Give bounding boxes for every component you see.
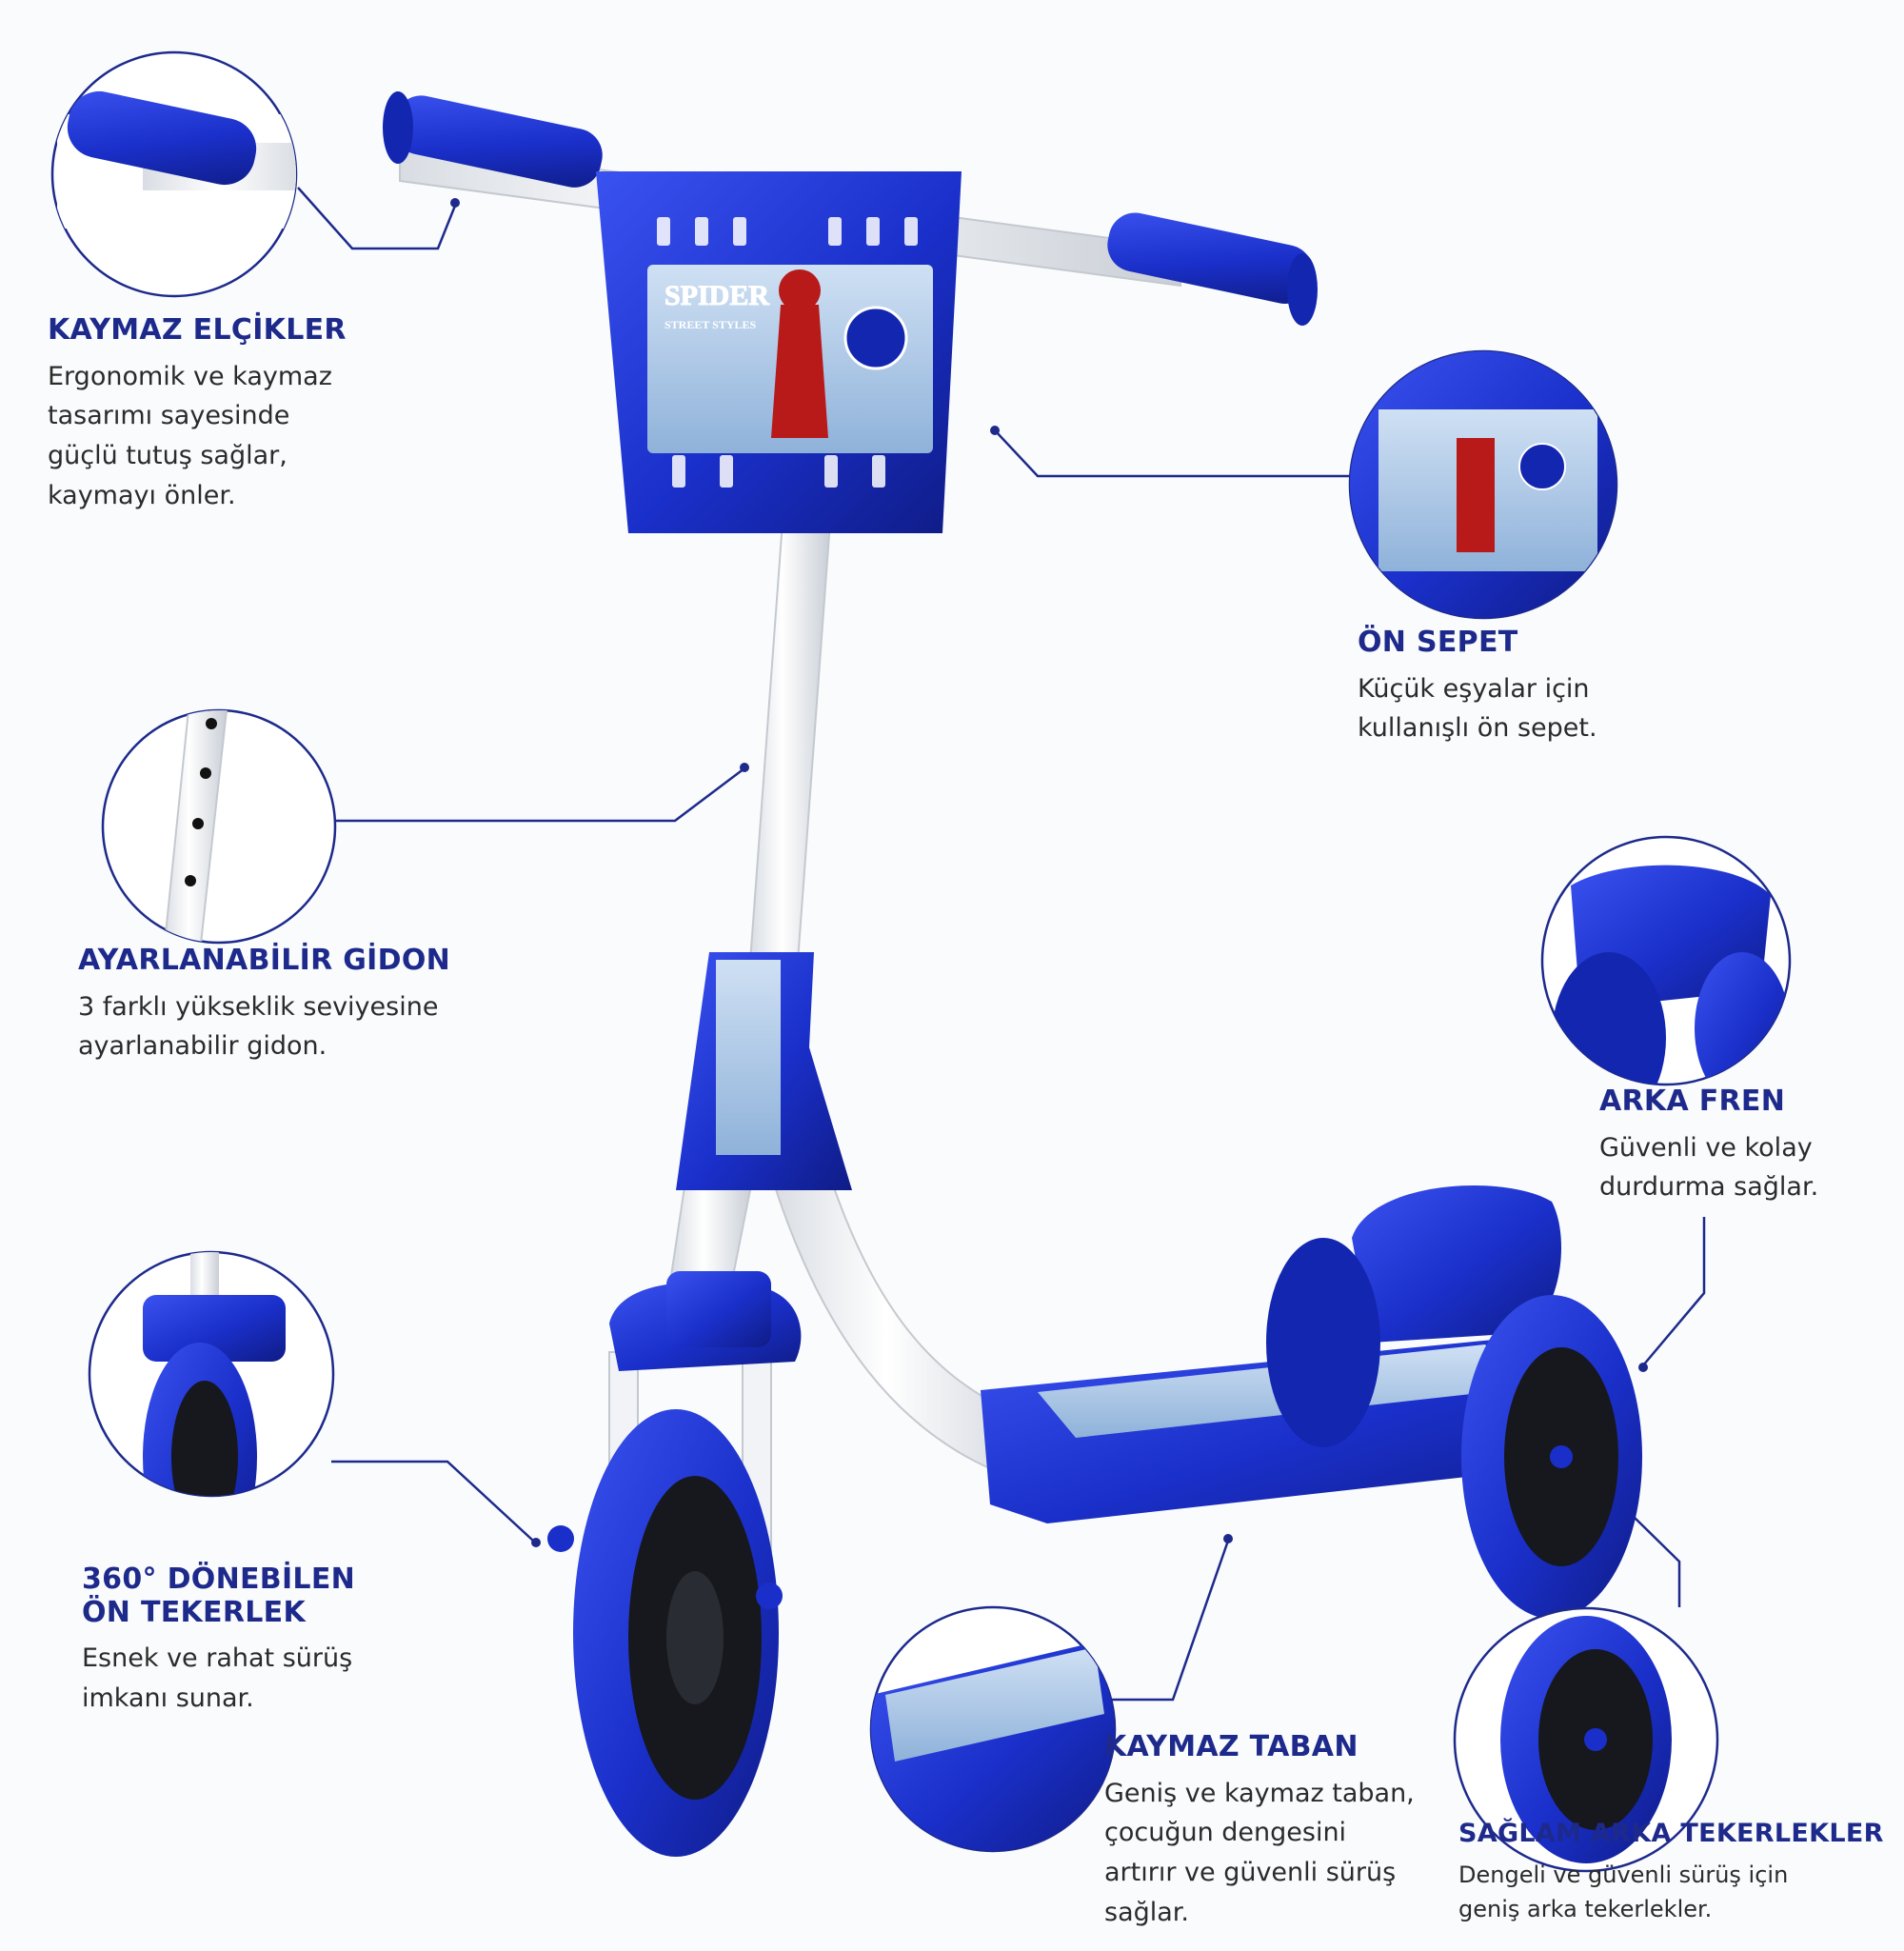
detail-front-wheel (88, 1250, 335, 1498)
feature-description: Geniş ve kaymaz taban, çocuğun dengesini… (1104, 1778, 1415, 1928)
callout-line-front-wheel (331, 1460, 534, 1542)
detail-rear-wheels (1453, 1606, 1719, 1873)
feature-description: Küçük eşyalar için kullanışlı ön sepet. (1358, 673, 1597, 744)
neck-sticker (716, 960, 781, 1155)
feature-title: AYARLANABİLİR GİDON (78, 944, 451, 977)
feature-title: KAYMAZ TABAN (1104, 1730, 1359, 1763)
feature-title: 360° DÖNEBİLEN ÖN TEKERLEK (82, 1563, 356, 1629)
feature-description: Esnek ve rahat sürüş imkanı sunar. (82, 1643, 353, 1713)
feature-kaymaz-elcikler: KAYMAZ ELÇİKLER Ergonomik ve kaymaz tasa… (48, 313, 347, 516)
callout-line-grips (297, 187, 457, 250)
callout-lines (297, 187, 1706, 1702)
scooter-main: SPIDER STREET STYLES (383, 91, 1642, 1857)
feature-arka-tekerlekler: SAĞLAM ARKA TEKERLEKLER Dengeli ve güven… (1458, 1819, 1884, 1926)
feature-kaymaz-taban: KAYMAZ TABAN Geniş ve kaymaz taban, çocu… (1104, 1730, 1415, 1933)
basket-subtitle: STREET STYLES (664, 318, 756, 331)
callout-line-rear-wheels (1630, 1513, 1681, 1607)
grip-right (1107, 212, 1318, 326)
feature-description: 3 farklı yükseklik seviyesine ayarlanabi… (78, 991, 439, 1062)
callout-line-handlebar (321, 767, 745, 823)
feature-title: KAYMAZ ELÇİKLER (48, 313, 347, 347)
feature-description: Ergonomik ve kaymaz tasarımı sayesinde g… (48, 361, 332, 511)
detail-basket (1348, 349, 1618, 620)
feature-description: Güvenli ve kolay durdurma sağlar. (1599, 1132, 1819, 1203)
feature-on-sepet: ÖN SEPET Küçük eşyalar için kullanışlı ö… (1358, 626, 1597, 748)
callout-line-basket (994, 429, 1350, 478)
basket-brand: SPIDER (664, 280, 769, 311)
callout-line-brake (1642, 1217, 1706, 1366)
grip-left (383, 91, 603, 188)
detail-brake (1540, 835, 1792, 1086)
detail-deck (869, 1605, 1117, 1853)
rear-brake (1352, 1185, 1561, 1343)
feature-ayarlanabilir-gidon: AYARLANABİLİR GİDON 3 farklı yükseklik s… (78, 944, 451, 1066)
feature-title: SAĞLAM ARKA TEKERLEKLER (1458, 1819, 1884, 1848)
feature-title: ÖN SEPET (1358, 626, 1518, 659)
feature-description: Dengeli ve güvenli sürüş için geniş arka… (1458, 1861, 1789, 1923)
feature-arka-fren: ARKA FREN Güvenli ve kolay durdurma sağl… (1599, 1085, 1818, 1207)
feature-title: ARKA FREN (1599, 1085, 1786, 1118)
detail-handlebar (101, 708, 337, 945)
feature-on-tekerlek: 360° DÖNEBİLEN ÖN TEKERLEK Esnek ve raha… (82, 1563, 355, 1719)
callout-line-deck (1093, 1540, 1230, 1702)
detail-grips (50, 50, 298, 298)
